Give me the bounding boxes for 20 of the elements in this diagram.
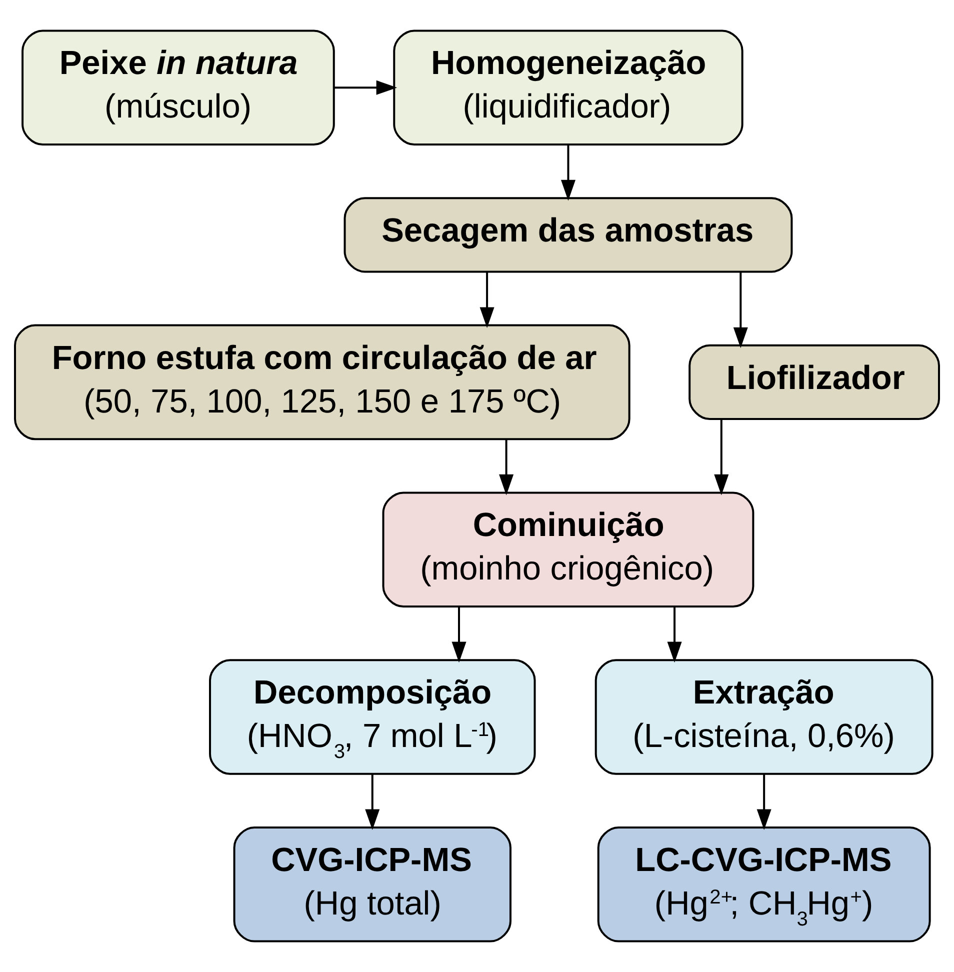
arrow [756,774,772,830]
arrow [452,606,466,663]
node-box: Peixe in natura (músculo) [22,30,335,146]
node-box: Forno estufa com circulação de ar (50, 75, 100, 125, 150 e 175 ºC) [14,324,630,440]
node-box: Liofilizador [688,344,940,420]
arrow [480,272,494,328]
node-box: CVG-ICP-MS (Hg total) [233,826,512,942]
arrow [499,439,514,496]
arrow [714,419,729,496]
arrow [667,606,682,663]
node-box: LC-CVG-ICP-MS (Hg$^{2+}$; CH$_{3}$Hg$^{+}$) [597,826,931,942]
arrow [560,144,576,201]
node-box: Secagem das amostras [344,197,793,273]
arrow [334,80,398,95]
arrow [365,774,380,830]
node-box: Cominuição (moinho criogênico) [382,492,754,608]
arrow [733,272,748,348]
node-box: Decomposição (HNO$_{3}$, 7 mol L$^{-1}$) [209,659,536,775]
node-box: Extração (L-cisteína, 0,6%) [594,659,934,775]
node-box: Homogeneização (liquidificador) [393,30,744,146]
